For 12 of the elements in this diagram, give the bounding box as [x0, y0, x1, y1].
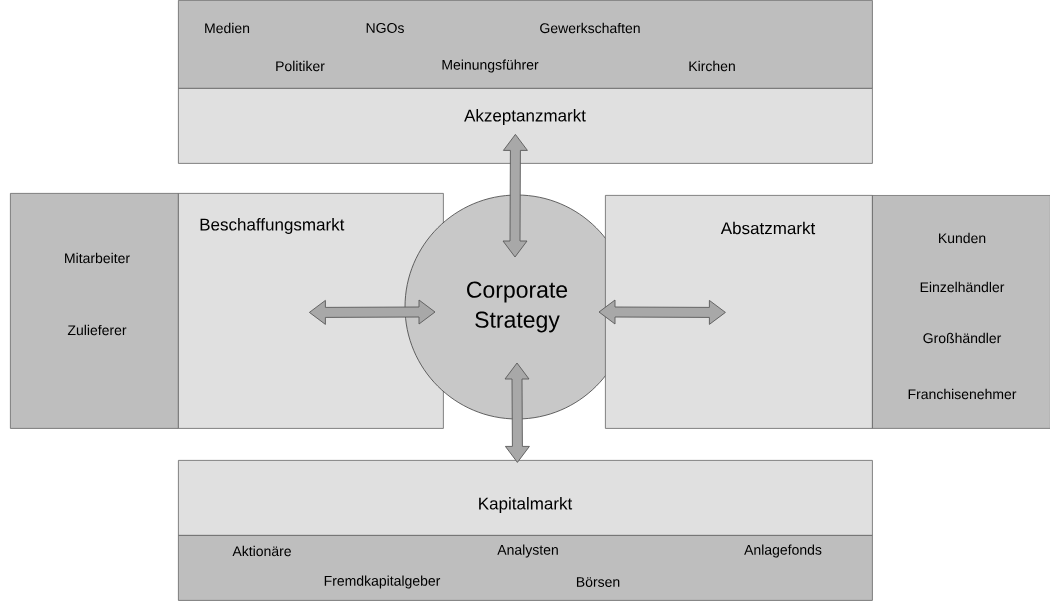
stakeholder-band: Aktionäre Analysten Anlagefonds Fremdkapitalgeber Börsen [178, 535, 873, 601]
stakeholder-band: Medien NGOs Gewerkschaften Politiker Meinungsführer Kirchen [178, 0, 873, 89]
stakeholder-band: Kunden Einzelhändler Großhändler Franchisenehmer [872, 195, 1050, 429]
double-arrow [308, 299, 436, 325]
market-box: Kapitalmarkt [178, 460, 873, 536]
market-box: Akzeptanzmarkt [178, 88, 873, 164]
double-arrow [502, 133, 528, 258]
stakeholder-band: Mitarbeiter Zulieferer [10, 193, 179, 429]
double-arrow [598, 299, 726, 325]
double-arrow [504, 362, 530, 463]
market-box: Absatzmarkt [605, 195, 873, 429]
market-box: Beschaffungsmarkt [178, 193, 444, 429]
